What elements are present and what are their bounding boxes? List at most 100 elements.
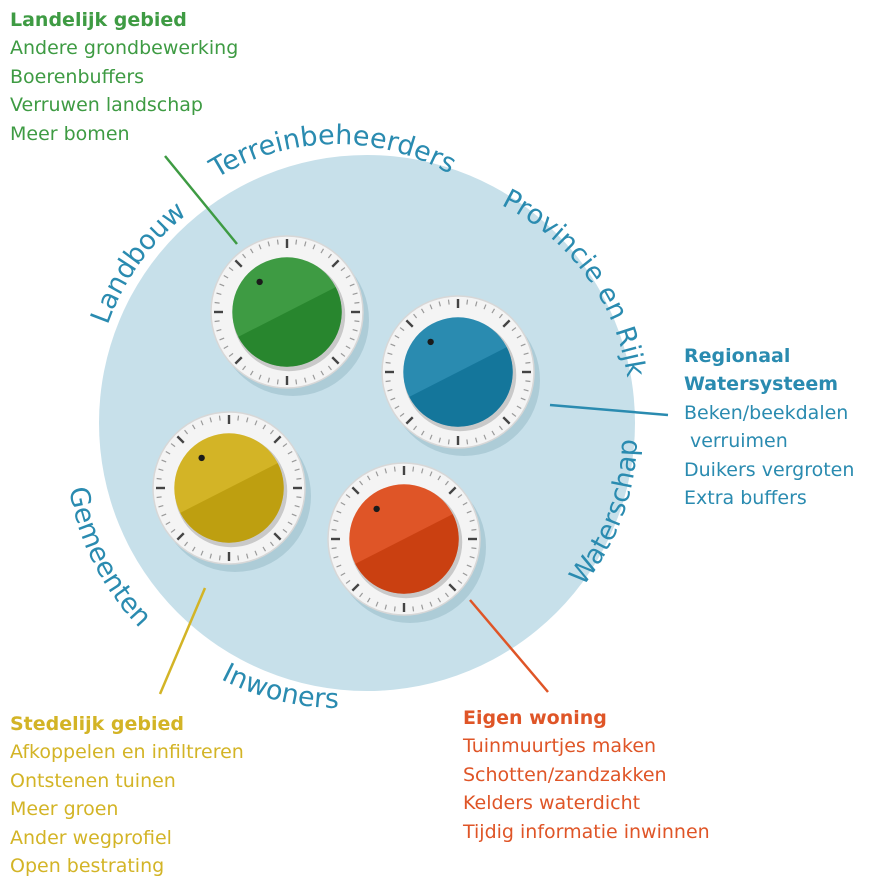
knob-tick [349, 283, 355, 287]
knob-tick [520, 397, 526, 401]
knob-tick [258, 374, 262, 380]
knob-tick [320, 248, 325, 254]
landelijk-gebied-block: Landelijk gebied Andere grondbewerking B… [10, 6, 238, 148]
knob-tick [218, 555, 221, 561]
knob-tick [438, 301, 441, 307]
knob-tick [457, 494, 463, 499]
knob-tick [219, 337, 225, 341]
eigen-woning-heading: Eigen woning [463, 707, 607, 729]
knob-tick [242, 253, 247, 259]
knob-tick [156, 496, 162, 499]
green-knob [210, 235, 369, 396]
knob-tick [429, 471, 433, 477]
knob-tick [234, 259, 243, 268]
knob-face-shade [355, 514, 459, 594]
knob-tick [405, 416, 414, 425]
knob-tick [331, 259, 340, 268]
knob-tick [249, 370, 254, 376]
knob-tick [413, 425, 418, 431]
knob-tick [246, 417, 249, 423]
knob-tick [291, 513, 297, 517]
stedelijk-item: Ontstenen tuinen [10, 769, 176, 792]
yellow-knob [152, 411, 311, 572]
eigen-woning-item: Kelders waterdicht [463, 792, 641, 815]
knob-tick [420, 308, 425, 314]
knob-tick [525, 380, 531, 383]
regionaal-heading-1: Regionaal [684, 345, 791, 367]
knob-tick [429, 601, 433, 607]
knob-tick [176, 435, 185, 444]
blue-knob [381, 295, 540, 456]
knob-tick [209, 417, 212, 423]
knob-tick [254, 420, 258, 426]
knob-tick [475, 437, 478, 443]
knob-tick [420, 430, 425, 436]
knob-tick [273, 435, 282, 444]
knob-indicator-dot [373, 505, 380, 513]
knob-tick [295, 379, 298, 385]
landelijk-heading: Landelijk gebied [10, 9, 187, 31]
knob-tick [399, 327, 405, 332]
knob-tick [447, 299, 450, 305]
knob-tick [273, 532, 282, 541]
knob-tick [331, 356, 340, 365]
knob-tick [351, 486, 360, 495]
knob-tick [502, 319, 511, 328]
knob-tick [336, 564, 342, 568]
knob-tick [249, 248, 254, 254]
knob-tick [191, 546, 196, 552]
knob-tick [471, 528, 477, 531]
knob-tick [447, 439, 450, 445]
knob-tick [165, 450, 171, 455]
stedelijk-item: Meer groen [10, 798, 119, 821]
knob-tick [429, 434, 433, 440]
knob-tick [228, 352, 234, 357]
knob-tick [340, 352, 346, 357]
knob-tick [359, 480, 364, 486]
knob-tick [267, 241, 270, 247]
landelijk-item: Boerenbuffers [10, 65, 145, 88]
knob-tick [511, 412, 517, 417]
green-connector-line [164, 155, 238, 245]
knob-tick [331, 528, 337, 531]
knob-tick [412, 606, 415, 612]
knob-tick [354, 301, 360, 304]
knob-tick [457, 579, 463, 584]
stedelijk-gebied-block: Stedelijk gebied Afkoppelen en infiltrer… [10, 710, 244, 880]
regionaal-item: Beken/beekdalen [684, 401, 849, 424]
knob-tick [462, 501, 468, 506]
knob-tick [269, 541, 274, 547]
knob-tick [523, 389, 529, 392]
knob-tick [237, 555, 240, 561]
knob-tick [390, 397, 396, 401]
knob-tick [276, 379, 279, 385]
knob-tick [394, 405, 400, 410]
knob-tick [223, 274, 229, 279]
knob-tick [412, 466, 415, 472]
knob-tick [421, 604, 424, 610]
knob-tick [448, 583, 457, 592]
knob-tick [340, 267, 346, 272]
knob-tick [200, 550, 204, 556]
knob-tick [327, 253, 332, 259]
landelijk-item: Meer bomen [10, 122, 130, 145]
red-connector-line [469, 599, 549, 693]
regionaal-item: Extra buffers [684, 487, 807, 510]
knob-tick [184, 541, 189, 547]
knob-tick [466, 564, 472, 568]
knob-tick [170, 443, 176, 448]
knob-tick [475, 301, 478, 307]
knob-tick [366, 597, 371, 603]
knob-tick [448, 486, 457, 495]
knob-tick [184, 429, 189, 435]
eigen-woning-item: Tijdig informatie inwinnen [463, 820, 710, 843]
knob-tick [516, 334, 522, 339]
knob-tick [219, 283, 225, 287]
knob-tick [498, 425, 503, 431]
knob-tick [161, 459, 167, 463]
knob-tick [214, 320, 220, 323]
knob-tick [466, 299, 469, 305]
knob-tick [294, 505, 300, 508]
knob-tick [246, 553, 249, 559]
knob-tick [421, 468, 424, 474]
